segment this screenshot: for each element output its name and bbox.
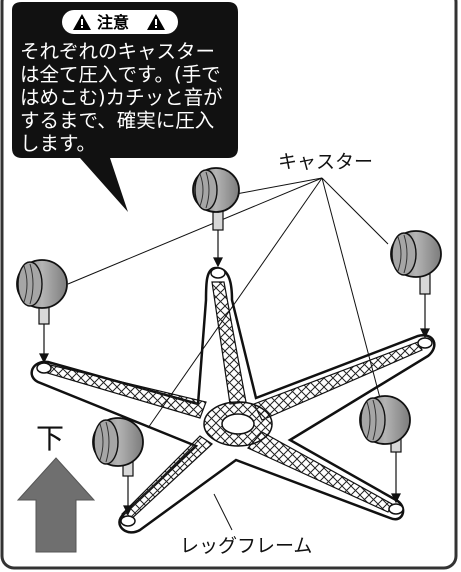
warning-callout: 注意 それぞれのキャスター は全て圧入です。(手で はめこむ)カチッと音が する… [12, 2, 238, 212]
warning-triangle-icon [73, 14, 91, 30]
warning-line-2: は全て圧入です。(手で [20, 63, 221, 86]
insertion-guides [39, 228, 430, 516]
warning-line-4: するまで、確実に圧入 [20, 109, 214, 132]
caster-left [16, 259, 68, 325]
leg-frame-leader-line [213, 493, 233, 531]
warning-line-1: それぞれのキャスター [20, 40, 215, 63]
warning-line-5: します。 [20, 132, 96, 155]
warning-line-3: はめこむ)カチッと音が [20, 86, 223, 109]
leg-frame-label: レッグフレーム [180, 535, 312, 557]
leg-frame [30, 266, 436, 534]
down-arrow-icon [16, 457, 96, 553]
caster-bottom-left [92, 417, 144, 477]
warning-title: 注意 [97, 13, 129, 32]
caster-leader-lines [67, 177, 389, 429]
caster-bottom-right [359, 395, 411, 453]
caster-right [390, 230, 442, 295]
warning-triangle-icon [147, 14, 165, 30]
caster-top [192, 167, 240, 231]
down-label: 下 [36, 422, 64, 455]
caster-label: キャスター [278, 151, 373, 173]
